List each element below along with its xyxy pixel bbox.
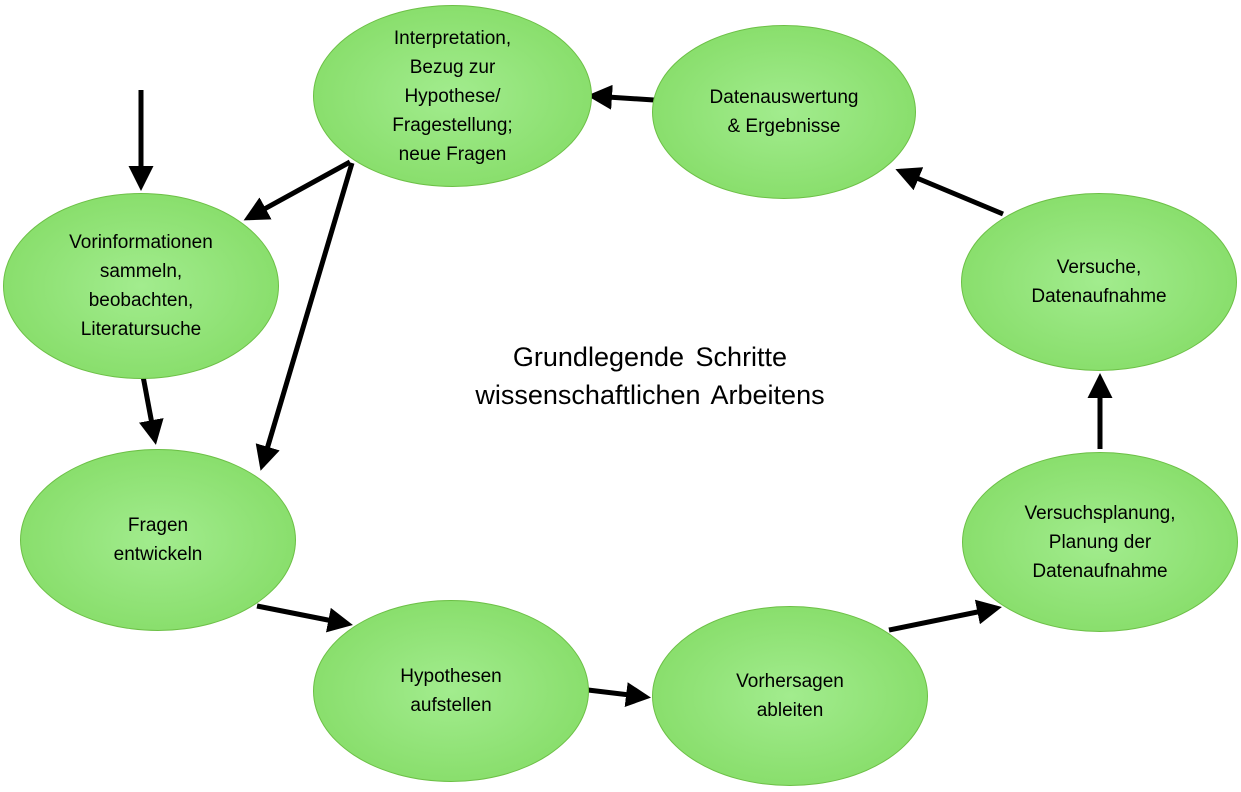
arrow-vorhersagen-to-versuchsplanung — [888, 599, 1002, 633]
node-label-fragen: Fragen entwickeln — [113, 515, 203, 565]
arrow-interpretation-to-vorinformationen — [243, 159, 352, 221]
node-label-versuche: Versuche, Datenaufnahme — [1031, 257, 1167, 307]
node-label-interpretation: Interpretation, Bezug zur Hypothese/ Fra… — [392, 27, 513, 165]
node-label-versuchsplanung: Versuchsplanung, Planung der Datenaufnah… — [1024, 502, 1176, 582]
node-vorhersagen: Vorhersagen ableiten — [652, 606, 928, 786]
arrow-datenauswertung-to-interpretation — [587, 84, 655, 110]
node-label-vorhersagen: Vorhersagen ableiten — [736, 671, 844, 721]
node-interpretation: Interpretation, Bezug zur Hypothese/ Fra… — [313, 5, 592, 187]
node-label-hypothesen: Hypothesen aufstellen — [400, 666, 502, 716]
node-label-datenauswertung: Datenauswertung & Ergebnisse — [709, 87, 859, 137]
node-vorinformationen: Vorinformationen sammeln, beobachten, Li… — [3, 193, 279, 379]
arrow-vorinformationen-to-fragen — [139, 375, 164, 445]
arrow-fragen-to-hypothesen — [256, 603, 353, 633]
node-datenauswertung: Datenauswertung & Ergebnisse — [652, 25, 916, 199]
node-hypothesen: Hypothesen aufstellen — [313, 600, 589, 782]
arrow-hypothesen-to-vorhersagen — [587, 682, 651, 708]
node-versuchsplanung: Versuchsplanung, Planung der Datenaufnah… — [962, 452, 1238, 632]
arrow-versuche-to-datenauswertung — [895, 167, 1004, 217]
node-versuche: Versuche, Datenaufnahme — [961, 193, 1237, 371]
diagram-title: Grundlegende Schritte wissenschaftlichen… — [475, 342, 825, 410]
node-label-vorinformationen: Vorinformationen sammeln, beobachten, Li… — [69, 232, 213, 340]
arrow-interpretation-to-fragen — [255, 162, 355, 471]
node-fragen: Fragen entwickeln — [20, 449, 296, 631]
